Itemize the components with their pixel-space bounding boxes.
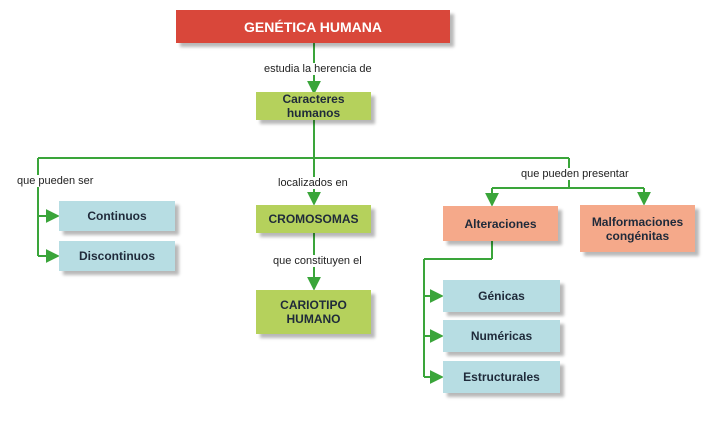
node-cariotipo-humano: CARIOTIPO HUMANO	[256, 290, 371, 334]
node-continuos: Continuos	[59, 201, 175, 231]
node-cromosomas: CROMOSOMAS	[256, 205, 371, 233]
node-genetica-humana: GENÉTICA HUMANA	[176, 10, 450, 43]
node-numericas-text: Numéricas	[470, 329, 533, 343]
node-caracteres-humanos-text: Caracteres humanos	[282, 92, 345, 120]
node-cromosomas-text: CROMOSOMAS	[268, 212, 359, 226]
node-estructurales-text: Estructurales	[463, 370, 540, 384]
node-caracteres-humanos: Caracteres humanos	[256, 92, 371, 120]
node-genicas-text: Génicas	[478, 289, 525, 303]
node-estructurales: Estructurales	[443, 361, 560, 393]
link-label-pueden-ser: que pueden ser	[16, 175, 95, 187]
node-continuos-text: Continuos	[87, 209, 147, 223]
link-label-localizados: localizados en	[277, 177, 349, 189]
node-cariotipo-line2: HUMANO	[286, 312, 341, 326]
node-numericas: Numéricas	[443, 320, 560, 352]
node-malformaciones-line1: Malformaciones	[591, 214, 684, 229]
node-malformaciones-congenitas: Malformaciones congénitas	[580, 205, 695, 252]
link-label-presentar: que pueden presentar	[520, 168, 630, 180]
node-genetica-humana-text: GENÉTICA HUMANA	[244, 18, 382, 35]
node-malformaciones-line2: congénitas	[605, 228, 670, 243]
node-alteraciones: Alteraciones	[443, 206, 558, 241]
node-discontinuos: Discontinuos	[59, 241, 175, 271]
node-genicas: Génicas	[443, 280, 560, 312]
node-alteraciones-text: Alteraciones	[464, 216, 537, 231]
node-discontinuos-text: Discontinuos	[78, 249, 155, 263]
node-cariotipo-line1: CARIOTIPO	[280, 298, 347, 312]
link-label-estudia: estudia la herencia de	[263, 63, 373, 75]
link-label-constituyen: que constituyen el	[272, 255, 363, 267]
